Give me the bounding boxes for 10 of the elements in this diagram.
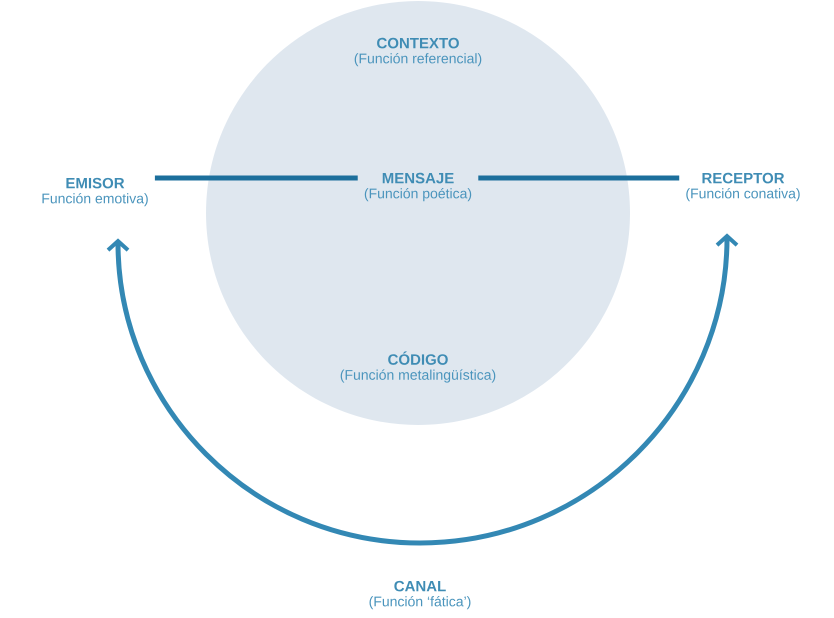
node-label: CONTEXTO (Función referencial)	[354, 38, 482, 66]
node-label: RECEPTOR (Función conativa)	[686, 172, 800, 202]
node-label: MENSAJE (Función poética)	[364, 172, 472, 202]
node-label: CÓDIGO (Función metalingüística)	[340, 351, 496, 383]
curved-arrow	[106, 233, 738, 546]
node-label: CANAL (Función ‘fática’)	[370, 580, 470, 610]
connector-line	[154, 176, 358, 180]
connector-line	[478, 176, 680, 180]
circle-shape	[206, 1, 630, 425]
node-label: EMISOR Función emotiva)	[42, 178, 148, 206]
